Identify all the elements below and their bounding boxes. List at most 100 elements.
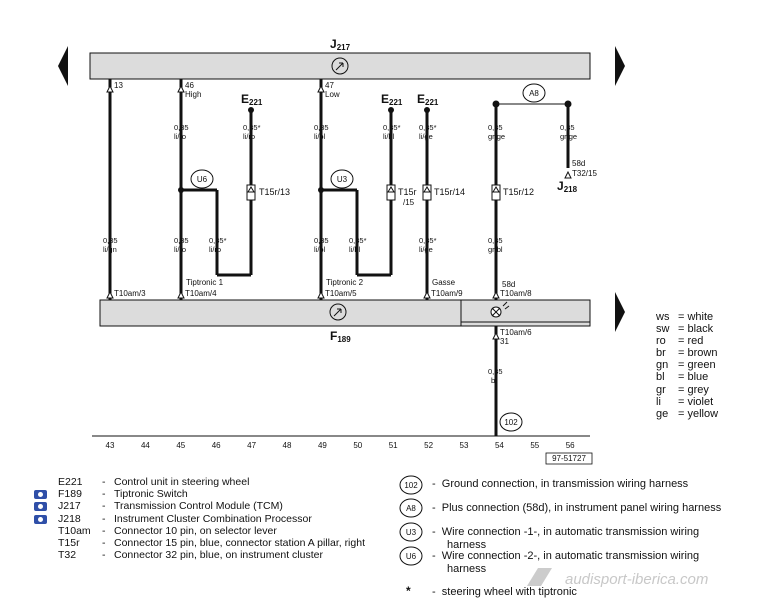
lamp-icon: [490, 301, 510, 318]
track-number: 53: [460, 441, 469, 450]
svg-text:gr/ge: gr/ge: [488, 132, 505, 141]
svg-text:li/ro: li/ro: [243, 132, 255, 141]
color-key-row: gn= green: [656, 359, 716, 372]
svg-text:T15r: T15r: [398, 187, 417, 197]
svg-text:li/ro: li/ro: [174, 245, 186, 254]
svg-text:0,35: 0,35: [560, 123, 575, 132]
watermark: audisport-iberica.com: [527, 568, 708, 588]
color-key-row: ws= white: [656, 311, 714, 323]
svg-text:58d: 58d: [502, 280, 515, 289]
track-number: 46: [212, 441, 221, 450]
svg-text:li/ge: li/ge: [419, 132, 433, 141]
track-number: 47: [247, 441, 256, 450]
track-number: 49: [318, 441, 327, 450]
svg-text:A8: A8: [529, 89, 539, 98]
svg-text:0,35: 0,35: [488, 236, 503, 245]
track-number: 54: [495, 441, 504, 450]
camera-icon[interactable]: [34, 514, 47, 524]
svg-text:0,35*: 0,35*: [243, 123, 261, 132]
svg-text:0,35: 0,35: [314, 123, 329, 132]
legend-item-asterisk: - steering wheel with tiptronic: [432, 586, 577, 598]
svg-text:0,35: 0,35: [103, 236, 118, 245]
svg-text:0,35*: 0,35*: [349, 236, 367, 245]
svg-text:li/ro: li/ro: [209, 245, 221, 254]
ref-code-box: [545, 452, 593, 465]
svg-text:0,35*: 0,35*: [419, 236, 437, 245]
svg-text:gr/ge: gr/ge: [560, 132, 577, 141]
svg-text:*: *: [406, 584, 411, 598]
j217-symbol: [331, 57, 349, 75]
track-number: 51: [389, 441, 398, 450]
e221-label-51: E221: [381, 92, 403, 107]
svg-text:T15r/13: T15r/13: [259, 187, 290, 197]
u3-symbol: U3: [330, 169, 354, 189]
svg-text:T10am/5: T10am/5: [325, 289, 357, 298]
svg-text:102: 102: [404, 481, 418, 490]
svg-text:T10am/8: T10am/8: [500, 289, 532, 298]
svg-text:0,35*: 0,35*: [419, 123, 437, 132]
svg-text:0,35: 0,35: [488, 367, 503, 376]
track-number: 43: [106, 441, 115, 450]
f189-label: F189: [330, 329, 351, 344]
svg-text:gr/bl: gr/bl: [488, 245, 503, 254]
svg-text:31: 31: [500, 337, 509, 346]
svg-text:li/ro: li/ro: [174, 132, 186, 141]
color-key-row: bl= blue: [656, 371, 709, 384]
svg-text:li/bl: li/bl: [314, 132, 326, 141]
legend-item-u3: - Wire connection -1-, in automatic tran…: [432, 526, 700, 551]
svg-text:0,35: 0,35: [314, 236, 329, 245]
svg-text:U6: U6: [406, 552, 417, 561]
svg-text:li/gn: li/gn: [103, 245, 117, 254]
e221-label-47: E221: [241, 92, 263, 107]
t15r-boxes: [246, 184, 501, 201]
color-key: ws= white sw= black ro= red br= brown gn…: [656, 311, 718, 420]
color-key-row: ge= yellow: [656, 407, 719, 420]
svg-text:Low: Low: [325, 90, 340, 99]
svg-text:li/bl: li/bl: [349, 245, 361, 254]
svg-text:0,35: 0,35: [488, 123, 503, 132]
track-number: 52: [424, 441, 433, 450]
page-arrow-right-lower-icon[interactable]: [615, 292, 625, 332]
f189-symbol: [329, 303, 347, 321]
legend-right-symbols: 102 A8 U3 U6 *: [399, 475, 423, 598]
svg-text:U3: U3: [337, 175, 348, 184]
svg-text:T10am/3: T10am/3: [114, 289, 146, 298]
color-key-row: sw= black: [656, 323, 714, 336]
svg-text:T10am/9: T10am/9: [431, 289, 463, 298]
svg-text:audisport-iberica.com: audisport-iberica.com: [565, 571, 708, 588]
wire-labels: 0,35 li/gn 0,35 li/ro 0,35 li/ro 0,35* l…: [103, 123, 577, 385]
j217-label: J217: [330, 37, 351, 52]
svg-text:0,35: 0,35: [174, 236, 189, 245]
svg-text:47: 47: [325, 81, 334, 90]
track-number: 55: [530, 441, 539, 450]
svg-text:li/ge: li/ge: [419, 245, 433, 254]
track-number: 56: [566, 441, 575, 450]
svg-text:102: 102: [504, 418, 518, 427]
svg-text:br: br: [491, 376, 498, 385]
pin-labels: 13 46 High 47 Low T10am/3 T10am/4 T10am/…: [114, 81, 597, 346]
svg-text:58d: 58d: [572, 159, 585, 168]
svg-text:46: 46: [185, 81, 194, 90]
svg-text:T32/15: T32/15: [572, 169, 597, 178]
svg-text:li/bl: li/bl: [383, 132, 395, 141]
page-arrow-right-icon[interactable]: [615, 46, 625, 86]
j218-label: J218: [557, 179, 578, 194]
e221-label-52: E221: [417, 92, 439, 107]
track-number: 48: [283, 441, 292, 450]
svg-text:Tiptronic 2: Tiptronic 2: [326, 278, 364, 287]
color-key-row: li= violet: [656, 395, 714, 408]
camera-icon[interactable]: [34, 502, 47, 512]
svg-text:Gasse: Gasse: [432, 278, 456, 287]
camera-icon[interactable]: [34, 490, 47, 500]
svg-text:T10am/6: T10am/6: [500, 328, 532, 337]
svg-text:/15: /15: [403, 198, 415, 207]
track-number: 45: [176, 441, 185, 450]
color-key-row: ro= red: [656, 335, 704, 348]
color-key-row: gr= grey: [656, 383, 709, 396]
svg-text:High: High: [185, 90, 201, 99]
page-arrow-left-icon[interactable]: [58, 46, 68, 86]
svg-text:T15r/14: T15r/14: [434, 187, 465, 197]
legend-item-u6: - Wire connection -2-, in automatic tran…: [432, 550, 700, 575]
